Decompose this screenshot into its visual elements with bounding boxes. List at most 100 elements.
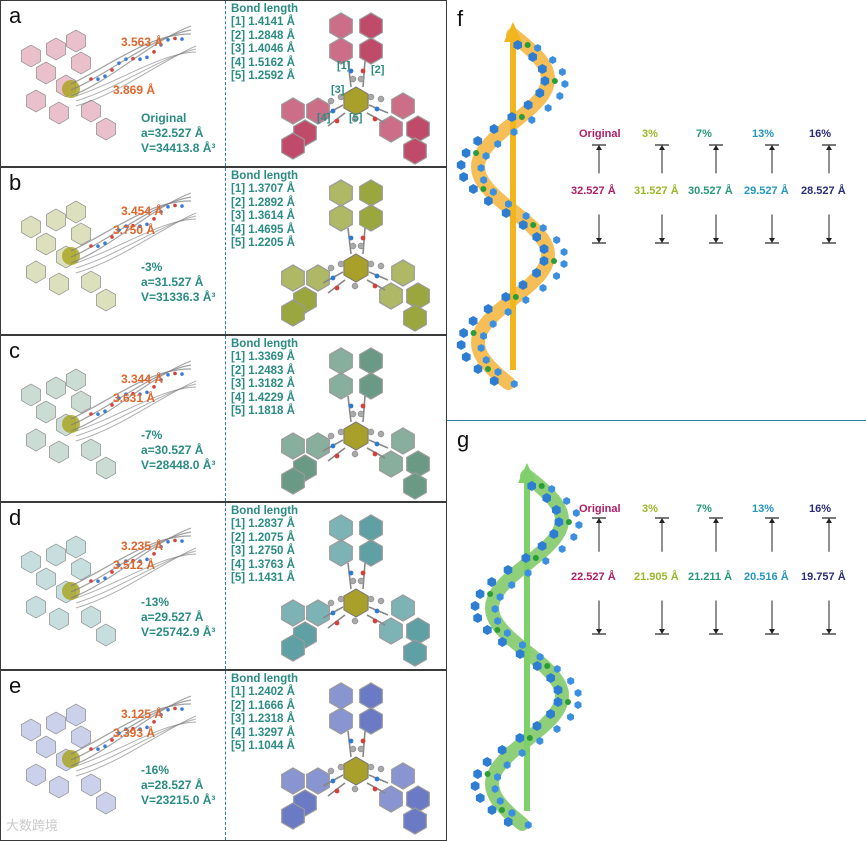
panel-label: g xyxy=(457,427,470,452)
molecule-structure xyxy=(281,347,430,500)
strain-name: Original xyxy=(141,111,187,125)
bond-marker: [3] xyxy=(331,84,345,96)
distance-bottom: 3.631 Å xyxy=(113,391,156,405)
bond-marker: [2] xyxy=(371,64,385,76)
molecule-structure xyxy=(281,514,430,667)
distance-bottom: 3.512 Å xyxy=(113,558,156,572)
length-bar xyxy=(592,517,606,635)
strain-label: 16% xyxy=(809,503,832,515)
distance-top: 3.454 Å xyxy=(121,204,164,218)
bond-item: [3] 1.3614 Å xyxy=(231,210,295,223)
molecule-structure xyxy=(281,179,430,332)
helix-f xyxy=(456,22,569,390)
bond-item: [3] 1.3182 Å xyxy=(231,378,295,391)
divider xyxy=(447,420,866,421)
dashed-divider xyxy=(225,1,226,166)
length-bar xyxy=(655,144,669,244)
bond-item: [4] 1.4229 Å xyxy=(231,391,295,404)
bond-lengths: Bond length [1] 1.3707 Å[2] 1.2892 Å[3] … xyxy=(231,170,298,250)
strain-name: -7% xyxy=(141,428,163,442)
dashed-divider xyxy=(225,168,226,334)
distance-bottom: 3.393 Å xyxy=(113,726,156,740)
bond-item: [3] 1.2318 Å xyxy=(231,713,295,726)
panel-label: b xyxy=(9,170,22,195)
panel-label: e xyxy=(9,673,22,698)
stacked-structure xyxy=(21,360,197,480)
molecule-structure xyxy=(281,682,430,835)
panel-label: a xyxy=(9,3,22,28)
bond-item: [4] 1.4695 Å xyxy=(231,223,295,236)
bond-header: Bond length xyxy=(231,505,299,517)
length-value: 19.757 Å xyxy=(801,571,846,583)
strain-label: 13% xyxy=(752,128,775,140)
bond-item: [1] 1.3707 Å xyxy=(231,183,295,196)
bond-item: [5] 1.1044 Å xyxy=(231,740,295,753)
stacked-structure xyxy=(21,695,197,815)
dashed-divider xyxy=(225,336,226,501)
lattice-a: a=32.527 Å xyxy=(141,126,204,140)
panel-e: e 3.125 Å 3.393 Å -16% a=28.527 Å V=2321… xyxy=(0,670,447,841)
bond-marker: [4] xyxy=(317,112,331,124)
bond-item: [2] 1.2892 Å xyxy=(231,196,295,209)
volume: V=23215.0 Å³ xyxy=(141,793,216,807)
dashed-divider xyxy=(225,671,226,840)
bond-item: [2] 1.1666 Å xyxy=(231,699,295,712)
panel-label: f xyxy=(457,6,464,31)
bond-item: [2] 1.2075 Å xyxy=(231,531,295,544)
bond-header: Bond length xyxy=(231,3,299,15)
panel-d: d 3.235 Å 3.512 Å -13% a=29.527 Å V=2574… xyxy=(0,502,447,670)
length-value: 29.527 Å xyxy=(744,185,789,197)
distance-top: 3.235 Å xyxy=(121,539,164,553)
stacked-structure xyxy=(21,192,197,312)
bond-item: [4] 1.3763 Å xyxy=(231,558,295,571)
panel-label: d xyxy=(9,505,22,530)
bond-item: [3] 1.2750 Å xyxy=(231,545,295,558)
bond-header: Bond length xyxy=(231,673,299,685)
volume: V=34413.8 Å³ xyxy=(141,141,216,155)
volume: V=31336.3 Å³ xyxy=(141,290,216,304)
bond-item: [4] 1.5162 Å xyxy=(231,56,295,69)
volume: V=25742.9 Å³ xyxy=(141,625,216,639)
distance-bottom: 3.750 Å xyxy=(113,223,156,237)
strain-label: Original xyxy=(579,503,621,515)
length-bar xyxy=(822,144,836,244)
length-value: 31.527 Å xyxy=(634,185,679,197)
lattice-a: a=30.527 Å xyxy=(141,443,204,457)
lattice-a: a=28.527 Å xyxy=(141,778,204,792)
bond-item: [3] 1.4046 Å xyxy=(231,43,295,56)
bond-lengths: Bond length [1] 1.4141 Å[2] 1.2848 Å[3] … xyxy=(231,3,298,83)
helix-g xyxy=(470,463,583,831)
bond-item: [2] 1.2848 Å xyxy=(231,29,295,42)
length-value: 21.211 Å xyxy=(688,571,733,583)
bond-item: [5] 1.1818 Å xyxy=(231,405,295,418)
length-value: 32.527 Å xyxy=(571,185,616,197)
length-value: 28.527 Å xyxy=(801,185,846,197)
bond-item: [1] 1.2837 Å xyxy=(231,518,295,531)
volume: V=28448.0 Å³ xyxy=(141,458,216,472)
bond-lengths: Bond length [1] 1.2837 Å[2] 1.2075 Å[3] … xyxy=(231,505,298,585)
length-value: 22.527 Å xyxy=(571,571,616,583)
distance-top: 3.563 Å xyxy=(121,35,164,49)
panel-a: a 3.563 Å 3.869 Å Original a=32.527 Å V=… xyxy=(0,0,447,167)
bond-item: [1] 1.2402 Å xyxy=(231,686,295,699)
strain-label: 13% xyxy=(752,503,775,515)
strain-label: 3% xyxy=(642,503,658,515)
panel-c: c 3.344 Å 3.631 Å -7% a=30.527 Å V=28448… xyxy=(0,335,447,502)
watermark: 大数跨境 xyxy=(6,818,59,833)
bond-item: [1] 1.4141 Å xyxy=(231,16,295,29)
length-bar xyxy=(765,517,779,635)
length-value: 30.527 Å xyxy=(688,185,733,197)
bond-item: [5] 1.2205 Å xyxy=(231,237,295,250)
strain-label: 3% xyxy=(642,128,658,140)
strain-name: -16% xyxy=(141,763,170,777)
bond-lengths: Bond length [1] 1.3369 Å[2] 1.2483 Å[3] … xyxy=(231,338,298,418)
panel-label: c xyxy=(9,338,20,363)
length-bar xyxy=(709,144,723,244)
stacked-structure xyxy=(21,527,197,647)
strain-label: 16% xyxy=(809,128,832,140)
bond-marker: [1] xyxy=(337,60,351,72)
length-bar xyxy=(655,517,669,635)
strain-label: Original xyxy=(579,128,621,140)
bond-header: Bond length xyxy=(231,170,299,182)
